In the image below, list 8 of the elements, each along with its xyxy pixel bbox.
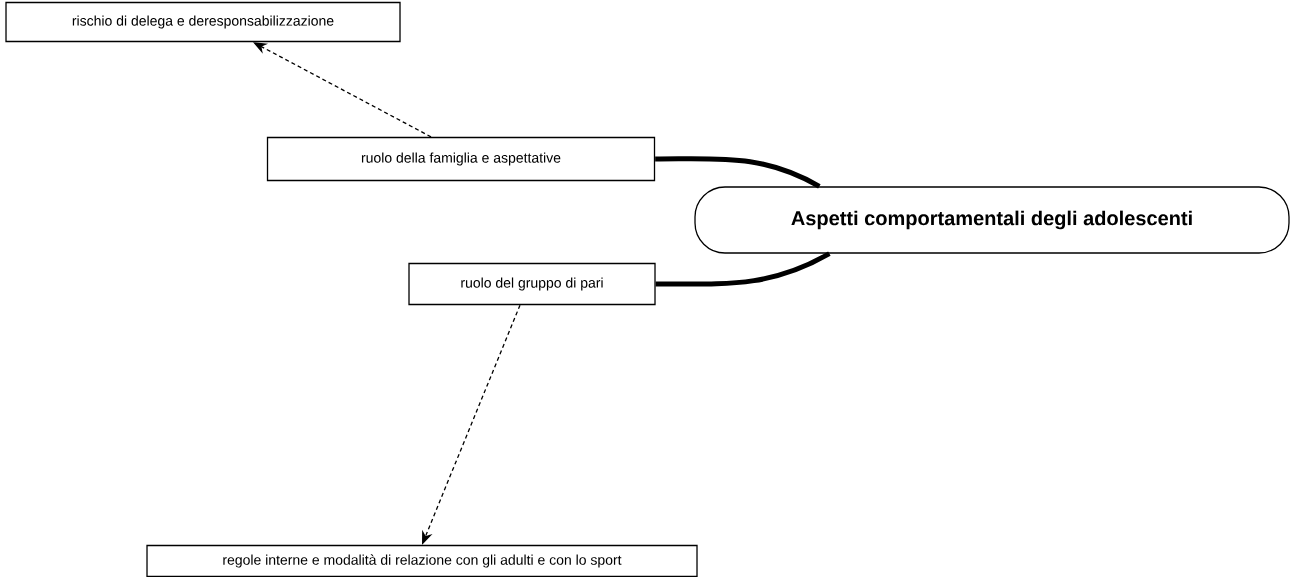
concept-box: ruolo della famiglia e aspettative [266, 136, 656, 182]
concept-box: rischio di delega e deresponsabilizzazione [5, 1, 401, 43]
connector-line [655, 156, 821, 189]
topic-box: Aspetti comportamentali degli adolescenti [694, 186, 1290, 254]
connector-line [655, 251, 831, 287]
concept-box: regole interne e modalità di relazione con gli adulti e con lo sport [146, 544, 698, 577]
arrow [253, 42, 432, 138]
concept-box: ruolo del gruppo di pari [408, 262, 656, 306]
